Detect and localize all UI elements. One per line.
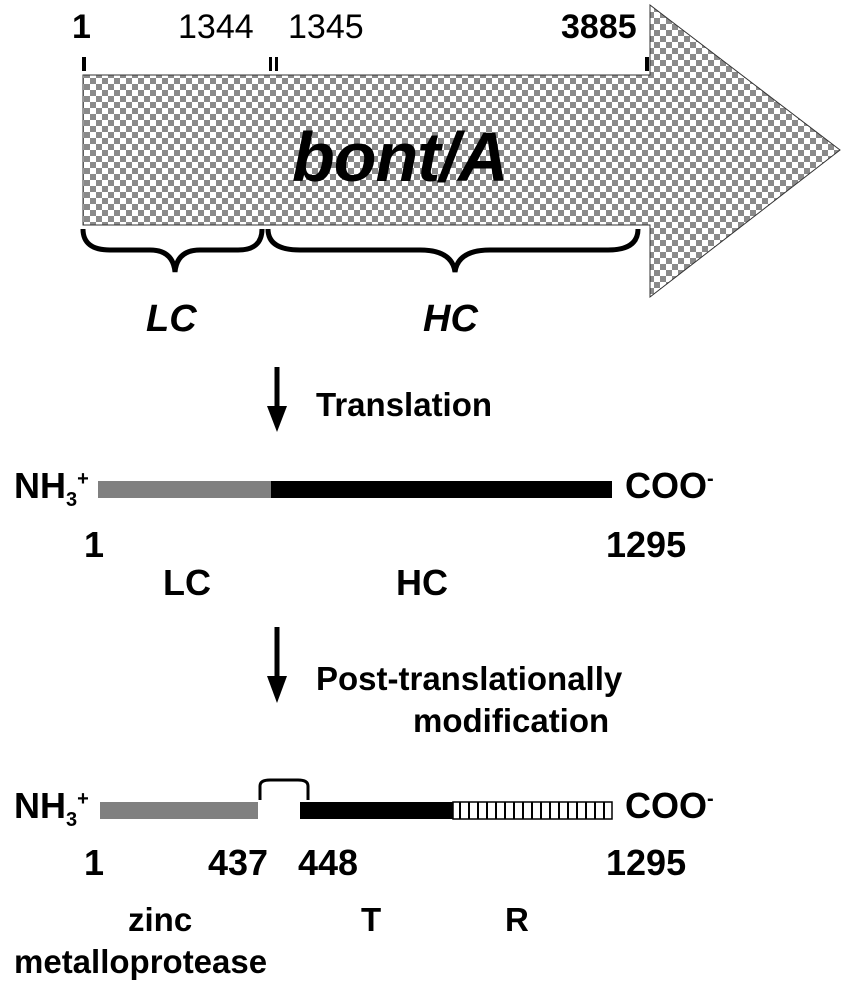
- gene-coord-end: 3885: [561, 8, 637, 46]
- translation-label: Translation: [316, 386, 493, 423]
- gene-name: bont/A: [292, 118, 509, 196]
- tick-end: [645, 57, 649, 71]
- protein2-lc-end: 437: [208, 842, 269, 883]
- protein1-c-terminus: COO-: [625, 465, 714, 506]
- ptm-arrow-head: [267, 676, 287, 703]
- protein2-n-terminus: NH3+: [14, 785, 89, 832]
- protein2-lc-bar: [100, 802, 258, 819]
- gene-arrow: [82, 3, 841, 299]
- ptm-label-line1: Post-translationally: [316, 660, 623, 697]
- gene-coord-start: 1: [72, 8, 91, 46]
- gene-coord-lc-end: 1344: [178, 8, 254, 46]
- domain-r-label: R: [505, 901, 529, 938]
- gene-coord-hc-start: 1345: [288, 8, 364, 46]
- protein2-t-bar: [300, 802, 453, 819]
- protein2-hc-start: 448: [298, 842, 359, 883]
- protein1-n-terminus: NH3+: [14, 465, 89, 512]
- domain-t-label: T: [361, 901, 382, 938]
- protein1-hc-bar: [271, 481, 612, 498]
- protein1-hc-label: HC: [396, 562, 448, 603]
- gene-lc-label: LC: [146, 298, 197, 340]
- domain-lc-line1: zinc: [128, 901, 193, 938]
- ptm-label-line2: modification: [413, 702, 610, 739]
- translation-arrow-head: [267, 406, 287, 432]
- gene-hc-label: HC: [423, 298, 478, 340]
- tick-hc-start: [275, 57, 278, 71]
- protein2-r-bar: [452, 801, 613, 820]
- protein1-lc-label: LC: [163, 562, 211, 603]
- hc-brace: [265, 228, 641, 273]
- protein2-start: 1: [84, 842, 105, 883]
- domain-lc-line2: metalloprotease: [14, 943, 268, 980]
- lc-brace: [80, 228, 265, 273]
- protein1-lc-bar: [98, 481, 271, 498]
- disulfide-bridge: [258, 778, 310, 800]
- protein1-start: 1: [84, 524, 105, 565]
- protein2-c-terminus: COO-: [625, 785, 714, 826]
- tick-start: [82, 57, 86, 71]
- protein2-end: 1295: [606, 842, 687, 883]
- protein1-end: 1295: [606, 524, 687, 565]
- tick-lc-end: [269, 57, 272, 71]
